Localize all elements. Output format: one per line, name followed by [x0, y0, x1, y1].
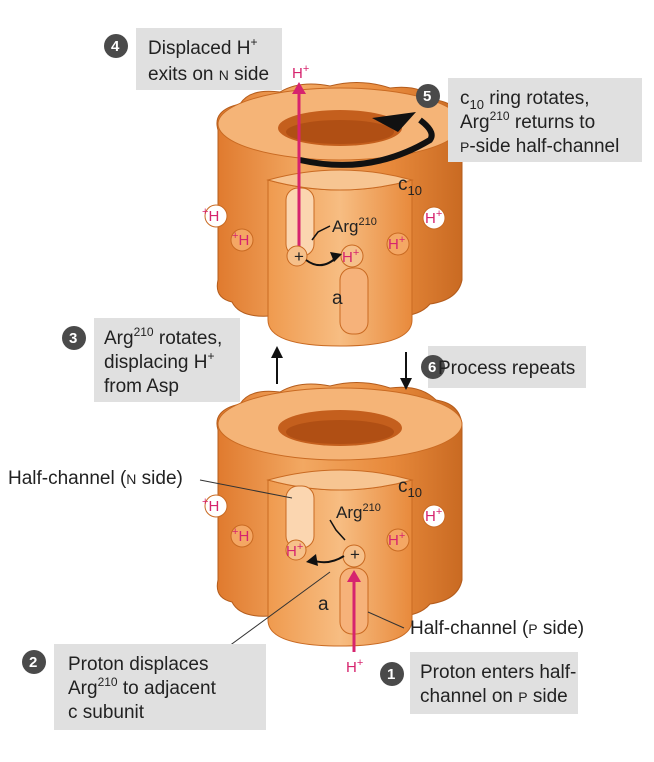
proton-exit-label: H+ [292, 63, 309, 82]
svg-text:P-side half-channel: P-side half-channel [460, 136, 619, 157]
half-channel-p-label: Half-channel (P side) [410, 618, 584, 639]
svg-text:Arg210 to adjacent: Arg210 to adjacent [68, 675, 217, 699]
svg-text:1: 1 [387, 666, 395, 683]
svg-text:6: 6 [428, 359, 436, 376]
svg-text:Proton enters half-: Proton enters half- [420, 662, 576, 683]
proton-site-left-top: +H [232, 230, 249, 249]
svg-text:channel on P side: channel on P side [420, 686, 568, 707]
svg-text:c10 ring rotates,: c10 ring rotates, [460, 88, 590, 112]
svg-text:Arg210 rotates,: Arg210 rotates, [104, 325, 222, 349]
proton-site-mid-bottom: H+ [286, 541, 303, 560]
svg-text:exits on N side: exits on N side [148, 64, 269, 85]
svg-text:Proton displaces: Proton displaces [68, 654, 208, 675]
rotation-arrow [299, 117, 435, 168]
svg-text:from Asp: from Asp [104, 376, 179, 397]
half-channel-n-label: Half-channel (N side) [8, 468, 183, 489]
top-assembly [204, 82, 463, 347]
step-3-callout: 3 Arg210 rotates, displacing H+ from Asp [62, 318, 240, 402]
half-channel-p-top [339, 267, 369, 335]
leader-half-channel-n [199, 479, 293, 499]
svg-text:2: 2 [29, 654, 37, 671]
svg-text:displacing H+: displacing H+ [104, 349, 215, 373]
proton-right-top: H+ [425, 208, 442, 227]
step-4-callout: 4 Displaced H+ exits on N side [104, 28, 282, 90]
proton-left-top: +H [202, 206, 219, 225]
proton-site-left-bottom: +H [232, 526, 249, 545]
subunit-a-label-bottom: a [318, 594, 329, 615]
proton-entry-label: H+ [346, 657, 363, 676]
plus-bottom: + [350, 545, 360, 564]
svg-text:c subunit: c subunit [68, 702, 145, 723]
svg-text:Arg210 returns to: Arg210 returns to [460, 109, 595, 133]
bottom-assembly [204, 382, 463, 652]
step-2-callout: 2 Proton displaces Arg210 to adjacent c … [22, 644, 266, 730]
proton-site-mid-top: H+ [342, 247, 359, 266]
arg-label-top: Arg210 [332, 216, 377, 236]
c10-label-top: c10 [398, 174, 422, 198]
c10-label-bottom: c10 [398, 476, 422, 500]
svg-text:Process repeats: Process repeats [438, 358, 575, 379]
arg-label-bottom: Arg210 [336, 502, 381, 522]
svg-text:Displaced H+: Displaced H+ [148, 35, 257, 59]
proton-site-right-top: H+ [388, 234, 405, 253]
svg-text:5: 5 [423, 88, 431, 105]
leader-half-channel-p [367, 611, 405, 629]
proton-site-right-bottom: H+ [388, 530, 405, 549]
step-5-callout: 5 c10 ring rotates, Arg210 returns to P-… [416, 78, 642, 162]
step-6-callout: 6 Process repeats [421, 346, 586, 388]
proton-labels: H+ +H H+ +H H+ H+ +H H+ +H H+ H+ H+ [202, 63, 442, 676]
half-channel-n-bottom [285, 485, 315, 549]
proton-right-bottom: H+ [425, 506, 442, 525]
ring-labels: c10 c10 a a Arg210 Arg210 + + [294, 174, 422, 615]
svg-text:4: 4 [111, 38, 120, 55]
proton-left-bottom: +H [202, 496, 219, 515]
step-1-callout: 1 Proton enters half- channel on P side [380, 652, 578, 714]
plus-top: + [294, 247, 304, 266]
subunit-a-label-top: a [332, 288, 343, 309]
svg-text:3: 3 [69, 330, 77, 347]
